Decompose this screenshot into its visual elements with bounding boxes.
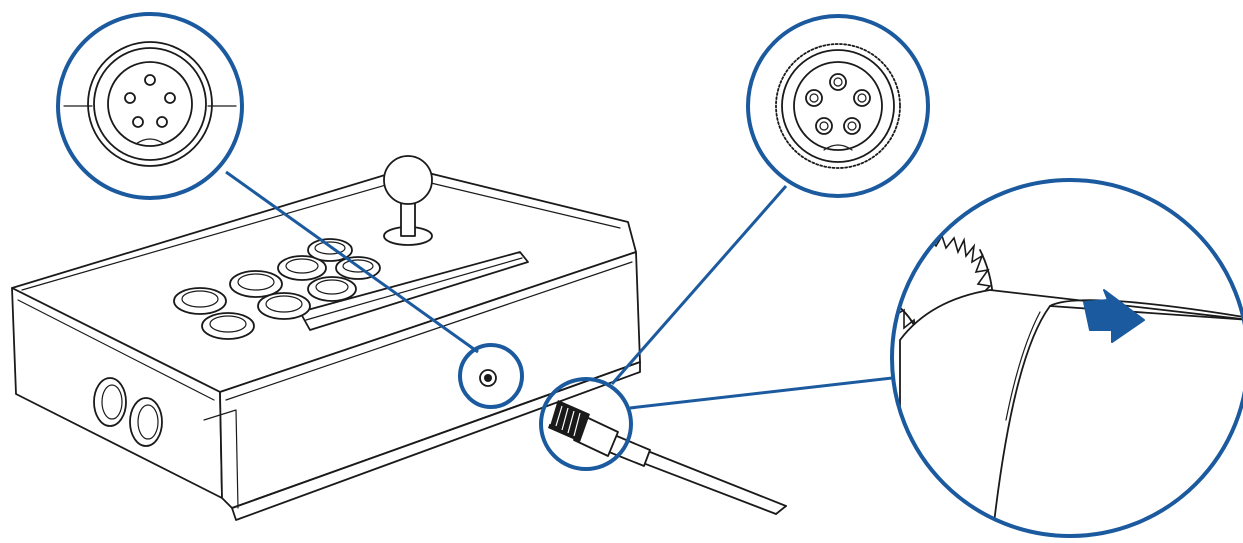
- plug-highlight-circle: [539, 377, 633, 471]
- plug-face-zoom: [746, 14, 930, 198]
- joystick-icon: [383, 155, 433, 246]
- cable-icon: [548, 400, 787, 515]
- plug-pins: [805, 73, 871, 135]
- console-port-callout: [225, 170, 479, 354]
- arrow-alignment-zoom: [890, 178, 1243, 538]
- controller-port: [479, 369, 497, 387]
- action-buttons: [173, 238, 381, 340]
- cable-plug: [548, 400, 590, 442]
- socket-zoom: [56, 12, 244, 200]
- cable-plug-callout: [610, 185, 788, 385]
- port-highlight-circle: [458, 343, 524, 409]
- socket-pins: [124, 74, 176, 128]
- arrow-icon: [1083, 289, 1145, 343]
- arrow-alignment-callout: [629, 376, 893, 410]
- controller-icon: [11, 155, 641, 521]
- side-button-icon: [93, 377, 163, 447]
